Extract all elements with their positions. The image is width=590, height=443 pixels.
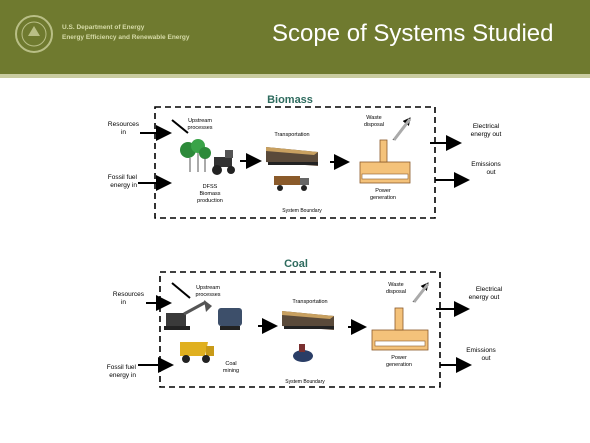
coal-system-boundary [159,271,441,388]
truck-icon [274,176,309,191]
waste-arrow-shadow [412,283,430,303]
tractor-icon [212,150,235,175]
biomass-boundary-label: System Boundary [282,208,322,214]
biomass-transportation-label: Transportation [274,132,309,138]
biomass-title: Biomass [267,94,313,106]
slide-header: U.S. Department of Energy Energy Efficie… [0,0,590,78]
header-divider [0,74,590,78]
coal-upstream-pointer [171,282,191,299]
coal-transportation-label: Transportation [292,299,327,305]
train-icon [266,147,318,166]
agency-line-2: Energy Efficiency and Renewable Energy [62,34,190,41]
tree-icon [180,139,211,172]
biomass-upstream-pointer [171,119,189,134]
coal-boundary-label: System Boundary [285,379,325,385]
coal-hopper-icon [218,308,242,330]
excavator-icon [164,300,212,330]
slide-title: Scope of Systems Studied [272,20,554,47]
biomass-system-boundary [154,106,436,219]
barge-icon [293,344,313,362]
power-plant-icon [359,139,411,184]
agency-line-1: U.S. Department of Energy [62,24,145,31]
agency-name: U.S. Department of Energy Energy Efficie… [62,23,190,43]
waste-arrow-shadow [392,118,412,141]
doe-seal-icon [15,15,53,53]
coal-title: Coal [284,258,308,270]
power-plant-icon [371,307,429,351]
train-icon [282,311,334,330]
dump-truck-icon [180,342,214,363]
